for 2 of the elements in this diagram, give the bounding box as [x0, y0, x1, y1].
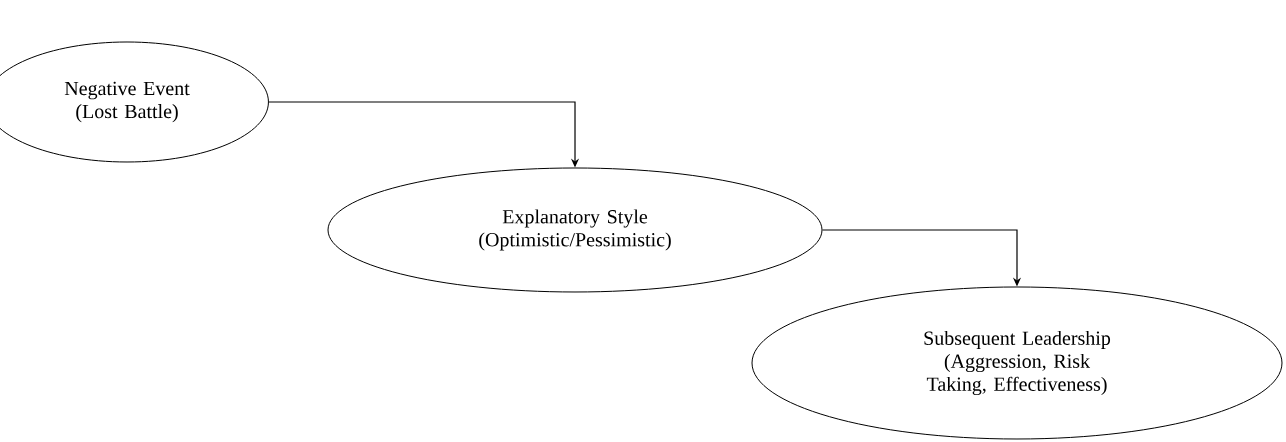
ellipse-node: Subsequent Leadership (Aggression, Risk Taking, Effectiveness): [751, 286, 1283, 440]
ellipse-node: Explanatory Style (Optimistic/Pessimistic): [327, 167, 823, 293]
